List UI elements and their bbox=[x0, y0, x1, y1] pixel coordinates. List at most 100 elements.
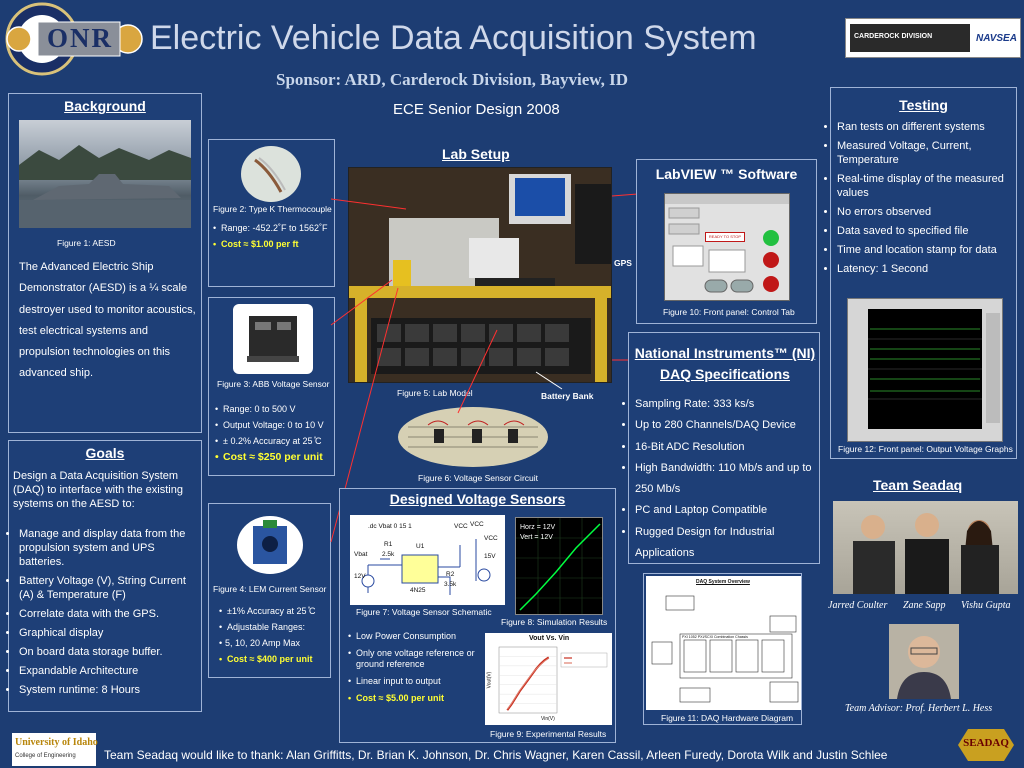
figure-3-caption: Figure 3: ABB Voltage Sensor bbox=[217, 379, 330, 389]
spec-item: ±1% Accuracy at 25 ̊C bbox=[219, 603, 331, 619]
figure-4-caption: Figure 4: LEM Current Sensor bbox=[213, 584, 327, 594]
spec-item: Sampling Rate: 333 ks/s bbox=[635, 394, 817, 415]
figure-12-caption: Figure 12: Front panel: Output Voltage G… bbox=[838, 444, 1013, 454]
spec-item: Range: 0 to 500 V bbox=[215, 401, 335, 417]
simulation-results-plot: Horz = 12V Vert = 12V bbox=[515, 517, 603, 615]
spec-item: Range: -452.2˚F to 1562˚F bbox=[213, 220, 335, 236]
carderock-logo: CARDEROCK DIVISION NAVSEA bbox=[845, 18, 1021, 58]
testing-item: Ran tests on different systems bbox=[837, 120, 1015, 134]
team-title: Team Seadaq bbox=[873, 477, 963, 493]
background-paragraph: The Advanced Electric Ship Demonstrator … bbox=[19, 261, 196, 380]
current-sensor-panel: Figure 4: LEM Current Sensor ±1% Accurac… bbox=[208, 503, 331, 678]
designed-sensors-panel: Designed Voltage Sensors .dc Vbat 0 15 1… bbox=[339, 488, 616, 743]
testing-item: No errors observed bbox=[837, 205, 1015, 219]
goal-item: On board data storage buffer. bbox=[19, 645, 199, 659]
designed-sensors-title: Designed Voltage Sensors bbox=[389, 491, 566, 507]
course-subtitle: ECE Senior Design 2008 bbox=[393, 101, 560, 118]
schematic-vcc-1: VCC bbox=[454, 523, 468, 530]
schematic-u1: U1 bbox=[416, 543, 425, 550]
daq-diagram-title: DAQ System Overview bbox=[696, 579, 750, 585]
goals-title: Goals bbox=[85, 445, 125, 461]
schematic-r2: R2 bbox=[446, 571, 455, 578]
abb-voltage-sensor-photo bbox=[233, 304, 313, 374]
daq-chassis-label: PXI 1052 PXI/SCXI Combination Chassis bbox=[682, 635, 748, 639]
voltage-sensor-circuit-photo bbox=[398, 407, 548, 467]
figure-11-caption: Figure 11: DAQ Hardware Diagram bbox=[661, 713, 794, 723]
exp-chart-series-line bbox=[506, 656, 550, 711]
testing-panel: Testing Ran tests on different systems M… bbox=[830, 87, 1017, 459]
spec-item: 16-Bit ADC Resolution bbox=[635, 437, 817, 458]
exp-chart-ylabel: Vout(V) bbox=[486, 671, 493, 689]
team-photo bbox=[833, 501, 1018, 594]
designed-sensor-features: Low Power Consumption Only one voltage r… bbox=[348, 631, 483, 704]
cost-item: Cost ≈ $1.00 per ft bbox=[213, 236, 335, 252]
spec-item: Rugged Design for Industrial Application… bbox=[635, 522, 817, 565]
lab-model-photo bbox=[348, 167, 612, 383]
daq-system-diagram: DAQ System Overview PXI 1052 PXI/SCXI Co… bbox=[646, 576, 801, 710]
goal-item: Manage and display data from the propuls… bbox=[19, 527, 199, 569]
goal-item: Correlate data with the GPS. bbox=[19, 607, 199, 621]
figure-10-caption: Figure 10: Front panel: Control Tab bbox=[663, 307, 795, 317]
spec-item: Output Voltage: 0 to 10 V bbox=[215, 417, 335, 433]
schematic-part: 4N25 bbox=[410, 587, 426, 594]
team-advisor: Team Advisor: Prof. Herbert L. Hess bbox=[845, 703, 993, 714]
labview-panel: LabVIEW ™ Software READY TO STOP Figure … bbox=[636, 159, 817, 324]
testing-item: Data saved to specified file bbox=[837, 224, 1015, 238]
schematic-vcc-2: VCC bbox=[470, 521, 484, 528]
goal-item: Graphical display bbox=[19, 626, 199, 640]
spec-item: ± 0.2% Accuracy at 25 ̊C bbox=[215, 433, 335, 449]
feature-item: Low Power Consumption bbox=[348, 631, 483, 642]
spec-item: Adjustable Ranges: bbox=[219, 619, 331, 635]
ni-daq-title: National Instruments™ (NI) DAQ Specifica… bbox=[634, 345, 816, 382]
seadaq-logo-text: SEADAQ bbox=[963, 737, 1009, 749]
member-name-jarred: Jarred Coulter bbox=[828, 600, 888, 611]
voltage-sensor-specs: Range: 0 to 500 V Output Voltage: 0 to 1… bbox=[215, 401, 335, 465]
cost-item: Cost ≈ $250 per unit bbox=[215, 449, 335, 465]
exp-chart-legend bbox=[560, 652, 608, 668]
spec-item: PC and Laptop Compatible bbox=[635, 500, 817, 521]
poster-title: Electric Vehicle Data Acquisition System bbox=[150, 19, 757, 57]
sim-horz-label: Horz = 12V bbox=[520, 524, 556, 531]
labview-title: LabVIEW ™ Software bbox=[655, 166, 798, 182]
figure-6-caption: Figure 6: Voltage Sensor Circuit bbox=[418, 473, 539, 483]
feature-item: Only one voltage reference or ground ref… bbox=[348, 648, 483, 670]
output-voltage-graphs bbox=[847, 298, 1003, 442]
thermocouple-panel: Figure 2: Type K Thermocouple Range: -45… bbox=[208, 139, 335, 287]
testing-item: Real-time display of the measured values bbox=[837, 172, 1015, 200]
schematic-r1: R1 bbox=[384, 541, 393, 548]
onr-logo-text: ONR bbox=[47, 23, 113, 53]
testing-list: Ran tests on different systems Measured … bbox=[837, 120, 1015, 276]
sim-vert-label: Vert = 12V bbox=[520, 534, 553, 541]
voltage-sensor-panel: Figure 3: ABB Voltage Sensor Range: 0 to… bbox=[208, 297, 335, 476]
schematic-12v: 12V bbox=[354, 573, 366, 580]
current-sensor-specs: ±1% Accuracy at 25 ̊C Adjustable Ranges:… bbox=[219, 603, 331, 667]
schematic-vcc-3: VCC bbox=[484, 535, 498, 542]
member-name-vishu: Vishu Gupta bbox=[961, 600, 1011, 611]
ni-daq-panel: National Instruments™ (NI) DAQ Specifica… bbox=[628, 332, 820, 564]
sponsor-line: Sponsor: ARD, Carderock Division, Bayvie… bbox=[276, 70, 628, 89]
background-panel: Background Figure 1: AESD The Advanced E… bbox=[8, 93, 202, 433]
labview-control-panel: READY TO STOP bbox=[664, 193, 790, 301]
onr-seal: ONR bbox=[2, 2, 148, 76]
lem-current-sensor-photo bbox=[237, 516, 303, 574]
cost-item: Cost ≈ $5.00 per unit bbox=[348, 693, 483, 704]
goal-item: Expandable Architecture bbox=[19, 664, 199, 678]
thermocouple-photo bbox=[241, 146, 301, 202]
background-title: Background bbox=[64, 98, 146, 114]
exp-chart-series-line bbox=[506, 657, 549, 710]
spec-item: 5, 10, 20 Amp Max bbox=[219, 635, 331, 651]
voltage-sensor-schematic: .dc Vbat 0 15 1 R1 2.5k U1 Vbat 12V 4N25… bbox=[350, 515, 505, 605]
uni-logo-text: University of Idaho bbox=[15, 737, 98, 748]
spec-item: Up to 280 Channels/DAQ Device bbox=[635, 415, 817, 436]
carderock-label: CARDEROCK DIVISION bbox=[854, 33, 933, 40]
goal-item: System runtime: 8 Hours bbox=[19, 683, 199, 697]
acknowledgements: Team Seadaq would like to thank: Alan Gr… bbox=[104, 748, 888, 762]
figure-5-caption: Figure 5: Lab Model bbox=[397, 388, 473, 398]
figure-7-caption: Figure 7: Voltage Sensor Schematic bbox=[356, 607, 492, 617]
goals-panel: Goals Design a Data Acquisition System (… bbox=[8, 440, 202, 712]
cost-item: Cost ≈ $400 per unit bbox=[219, 651, 331, 667]
testing-item: Measured Voltage, Current, Temperature bbox=[837, 139, 1015, 167]
testing-item: Time and location stamp for data bbox=[837, 243, 1015, 257]
feature-item: Linear input to output bbox=[348, 676, 483, 687]
schematic-vbat: Vbat bbox=[354, 551, 368, 558]
